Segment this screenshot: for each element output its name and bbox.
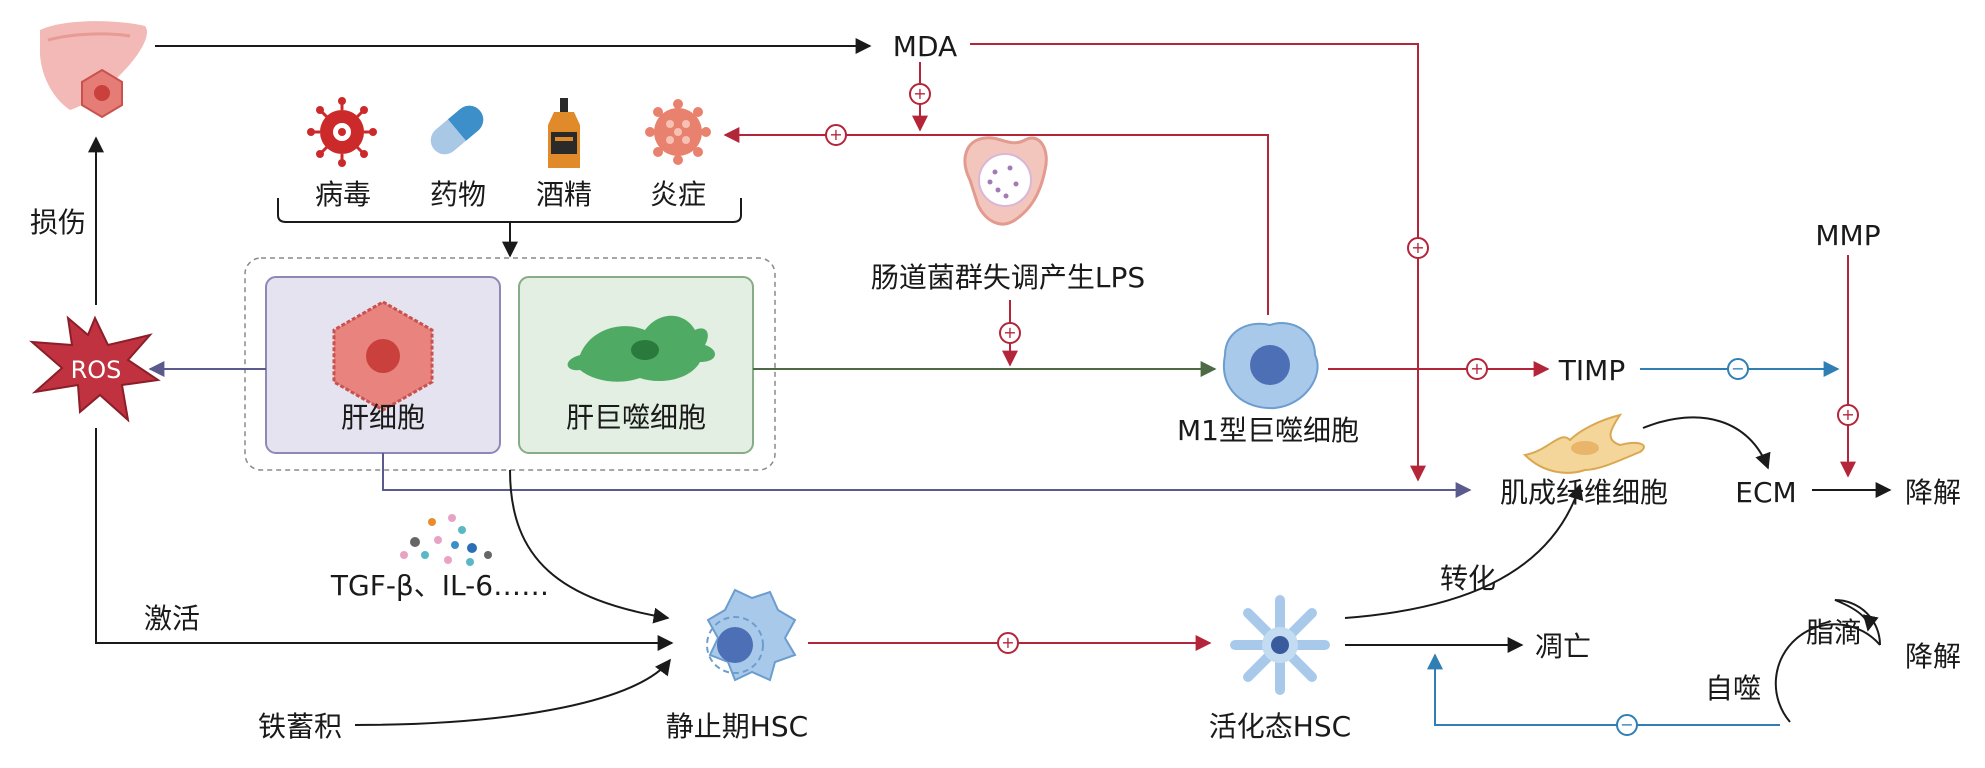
- liver-icon: [40, 21, 148, 119]
- svg-text:+: +: [1841, 405, 1854, 424]
- inflammation-label: 炎症: [650, 178, 706, 211]
- svg-text:−: −: [1731, 359, 1744, 378]
- cytokines-label: TGF-β、IL-6……: [330, 569, 549, 602]
- mmp-label: MMP: [1815, 219, 1880, 252]
- degrade-lipid-label: 降解: [1905, 640, 1961, 673]
- arrow-autophagy-inhibit: [1427, 653, 1780, 726]
- quiescent-hsc-label: 静止期HSC: [666, 710, 808, 743]
- arrow-m1-factors: [723, 127, 1269, 315]
- autophagy-cycle: [1774, 623, 1881, 723]
- plus-sign: +: [825, 124, 847, 146]
- ros-burst-icon: [29, 315, 161, 423]
- intestine-icon: [963, 136, 1048, 226]
- arrow-hepatocyte-myofibroblast: [382, 453, 1472, 498]
- active-hsc-icon: [1230, 595, 1330, 695]
- damage-label: 损伤: [30, 206, 86, 239]
- apoptosis-label: 凋亡: [1535, 630, 1591, 663]
- arrow-mda-myofibroblast: [970, 43, 1426, 482]
- arrow-iron-hsc: [354, 658, 671, 726]
- m1-macrophage-label: M1型巨噬细胞: [1177, 414, 1359, 447]
- minus-sign: −: [1616, 714, 1638, 736]
- mda-label: MDA: [893, 30, 957, 63]
- activation-label: 激活: [144, 602, 200, 635]
- pill-icon: [430, 105, 484, 155]
- hepatocyte-label: 肝细胞: [341, 401, 425, 434]
- virus-label: 病毒: [315, 178, 371, 211]
- quiescent-hsc-icon: [706, 588, 797, 682]
- virus-icon: [307, 97, 377, 167]
- drug-label: 药物: [430, 178, 486, 211]
- kupffer-cell-icon: [567, 315, 716, 382]
- hepatocyte-cell-icon: [332, 300, 434, 412]
- plus-sign: +: [909, 83, 931, 105]
- m1-macrophage-icon: [1222, 322, 1319, 410]
- myofibroblast-label: 肌成纤维细胞: [1500, 476, 1668, 509]
- svg-text:+: +: [1470, 359, 1483, 378]
- alcohol-label: 酒精: [536, 178, 592, 211]
- svg-text:+: +: [1411, 238, 1424, 257]
- svg-text:+: +: [1003, 323, 1016, 342]
- minus-sign: −: [1727, 358, 1749, 380]
- svg-text:+: +: [829, 125, 842, 144]
- myofibroblast-icon: [1522, 413, 1645, 474]
- autophagy-label: 自噬: [1705, 672, 1761, 705]
- ros-label: ROS: [71, 356, 122, 384]
- lipid-label: 脂滴: [1806, 616, 1862, 649]
- autophagy-cycle-arrow: [1834, 599, 1881, 646]
- ecm-label: ECM: [1735, 476, 1796, 509]
- lps-label: 肠道菌群失调产生LPS: [871, 261, 1145, 294]
- bottle-icon: [548, 98, 580, 168]
- arrow-myofibroblast-ecm: [1642, 416, 1771, 470]
- active-hsc-label: 活化态HSC: [1209, 710, 1351, 743]
- plus-sign: +: [1837, 404, 1859, 426]
- kupffer-label: 肝巨噬细胞: [566, 401, 706, 434]
- timp-label: TIMP: [1558, 354, 1625, 387]
- plus-sign: +: [1407, 237, 1429, 259]
- iron-label: 铁蓄积: [258, 710, 342, 743]
- arrow-cells-hsc: [509, 469, 670, 624]
- plus-sign: +: [997, 632, 1019, 654]
- svg-text:+: +: [1001, 633, 1014, 652]
- plus-sign: +: [1466, 358, 1488, 380]
- svg-text:+: +: [913, 84, 926, 103]
- cytokine-dots-icon: [400, 514, 492, 566]
- degrade-ecm-label: 降解: [1905, 476, 1961, 509]
- inflammation-icon: [645, 99, 711, 165]
- svg-text:−: −: [1620, 715, 1633, 734]
- transform-label: 转化: [1440, 562, 1496, 595]
- plus-sign: +: [999, 322, 1021, 344]
- arrow-active-myofibroblast: [1344, 483, 1584, 619]
- arrow-ros-hsc: [95, 428, 674, 651]
